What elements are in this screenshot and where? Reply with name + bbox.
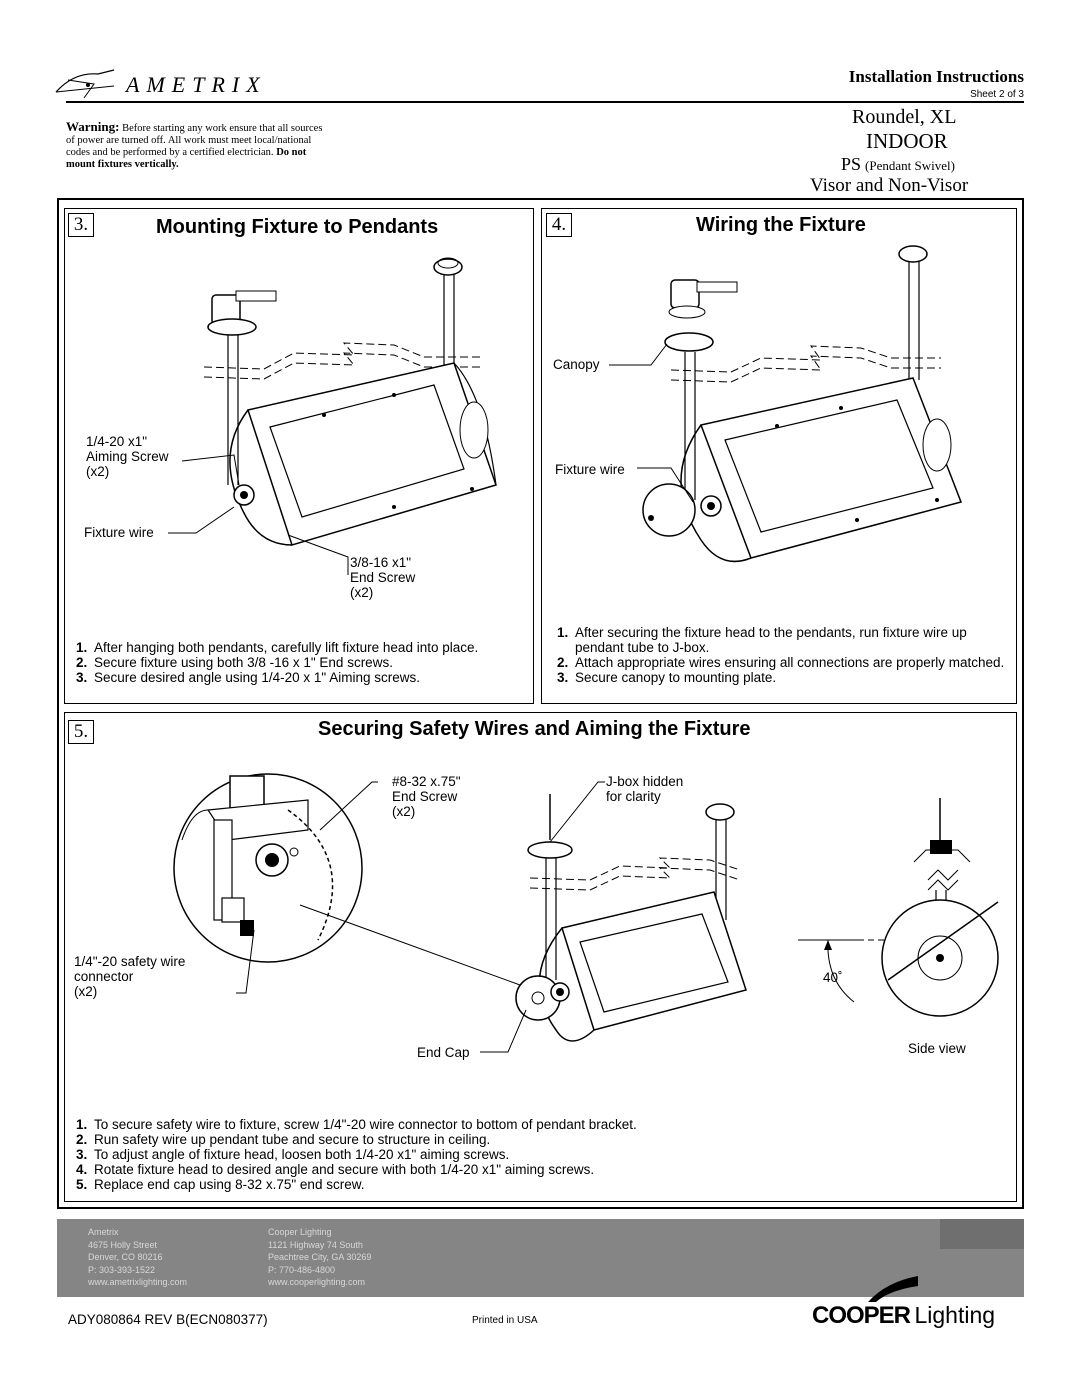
jbox-callout: J-box hidden for clarity	[606, 774, 684, 804]
list-item: 1.To secure safety wire to fixture, scre…	[76, 1117, 637, 1132]
section-safety-number: 5.	[68, 720, 94, 744]
sheet-number: Sheet 2 of 3	[970, 89, 1024, 100]
section-safety-title: Securing Safety Wires and Aiming the Fix…	[318, 718, 751, 740]
section-wiring-title: Wiring the Fixture	[696, 214, 866, 236]
cooper-logo-light: Lighting	[914, 1302, 996, 1328]
mount-desc: (Pendant Swivel)	[865, 158, 955, 173]
list-item: 3.Secure canopy to mounting plate.	[557, 670, 777, 685]
side-view-label: Side view	[908, 1041, 966, 1056]
footer-band	[57, 1219, 1024, 1297]
header-rule	[66, 101, 1024, 103]
list-item: 2.Secure fixture using both 3/8 -16 x 1"…	[76, 655, 393, 670]
list-item: 1.After hanging both pendants, carefully…	[76, 640, 479, 655]
list-item: 5.Replace end cap using 8-32 x.75" end s…	[76, 1177, 365, 1192]
mounting-fixture-illustration	[168, 257, 497, 575]
left-pendant-icon	[664, 279, 738, 500]
list-item: 2.Attach appropriate wires ensuring all …	[557, 655, 1005, 670]
list-item: 3.To adjust angle of fixture head, loose…	[76, 1147, 510, 1162]
safety-wire-callout: 1/4"-20 safety wire connector (x2)	[74, 954, 186, 999]
footer-band-bevel	[940, 1219, 1024, 1249]
mount-code: PS	[841, 154, 862, 174]
brand-name: AMETRIX	[126, 72, 267, 97]
cooper-logo-swoosh-icon	[868, 1276, 918, 1302]
section-safety	[64, 712, 1017, 1202]
aiming-screw-callout: 1/4-20 x1" Aiming Screw (x2)	[86, 434, 169, 479]
cooper-address: Cooper Lighting 1121 Highway 74 South Pe…	[268, 1227, 372, 1287]
fixture-wire-callout-wiring: Fixture wire	[555, 462, 625, 477]
section-wiring	[541, 208, 1017, 704]
list-item: 4.Rotate fixture head to desired angle a…	[76, 1162, 595, 1177]
ametrix-address: Ametrix 4675 Holly Street Denver, CO 802…	[88, 1227, 188, 1287]
product-name: Roundel, XL	[852, 106, 957, 128]
doc-type: Installation Instructions	[848, 67, 1024, 86]
section-mounting-number: 3.	[68, 213, 94, 237]
list-item: 2.Run safety wire up pendant tube and se…	[76, 1132, 491, 1147]
list-item: 3.Secure desired angle using 1/4-20 x 1"…	[76, 670, 420, 685]
fixture-wire-callout: Fixture wire	[84, 525, 154, 540]
end-screw-callout: 3/8-16 x1" End Screw (x2)	[350, 555, 416, 600]
ametrix-logo-icon	[55, 69, 115, 99]
angle-label: 40˚	[823, 970, 843, 985]
warning-text: Before starting any work ensure that all…	[66, 123, 323, 158]
warning-block: Warning: Before starting any work ensure…	[66, 119, 326, 171]
list-item: 1.After securing the fixture head to the…	[557, 625, 967, 655]
wiring-fixture-illustration	[609, 245, 963, 563]
mount-type: PS (Pendant Swivel)	[841, 154, 955, 175]
fixture-head-icon	[642, 377, 963, 563]
warning-label: Warning:	[66, 119, 120, 134]
side-view-illustration	[798, 798, 999, 1017]
fixture-head-icon	[229, 362, 497, 546]
printed-in: Printed in USA	[472, 1315, 538, 1326]
end-screw-callout-safety: #8-32 x.75" End Screw (x2)	[392, 774, 461, 819]
end-cap-callout: End Cap	[417, 1045, 470, 1060]
safety-wire-illustration	[515, 794, 747, 1042]
safety-leader-lines	[236, 781, 605, 1053]
content-frame	[57, 198, 1024, 1209]
canopy-callout: Canopy	[553, 357, 600, 372]
variants: Visor and Non-Visor	[810, 175, 969, 196]
cooper-logo: COOPER Lighting	[812, 1302, 995, 1330]
section-mounting	[64, 208, 534, 704]
section-mounting-title: Mounting Fixture to Pendants	[156, 216, 439, 238]
mounting-steps: 1.After hanging both pendants, carefully…	[74, 640, 526, 685]
doc-number: ADY080864 REV B(ECN080377)	[68, 1312, 268, 1327]
bracket-detail-illustration	[173, 773, 363, 963]
wiring-steps: 1.After securing the fixture head to the…	[555, 625, 1017, 685]
environment: INDOOR	[866, 129, 948, 153]
section-wiring-number: 4.	[546, 213, 572, 237]
left-pendant-icon	[207, 290, 277, 485]
warning-emphasis: Do not mount fixtures vertically.	[66, 147, 307, 170]
safety-steps: 1.To secure safety wire to fixture, scre…	[74, 1117, 1004, 1192]
right-pendant-icon	[898, 245, 928, 380]
cooper-logo-bold: COOPER	[812, 1302, 911, 1329]
